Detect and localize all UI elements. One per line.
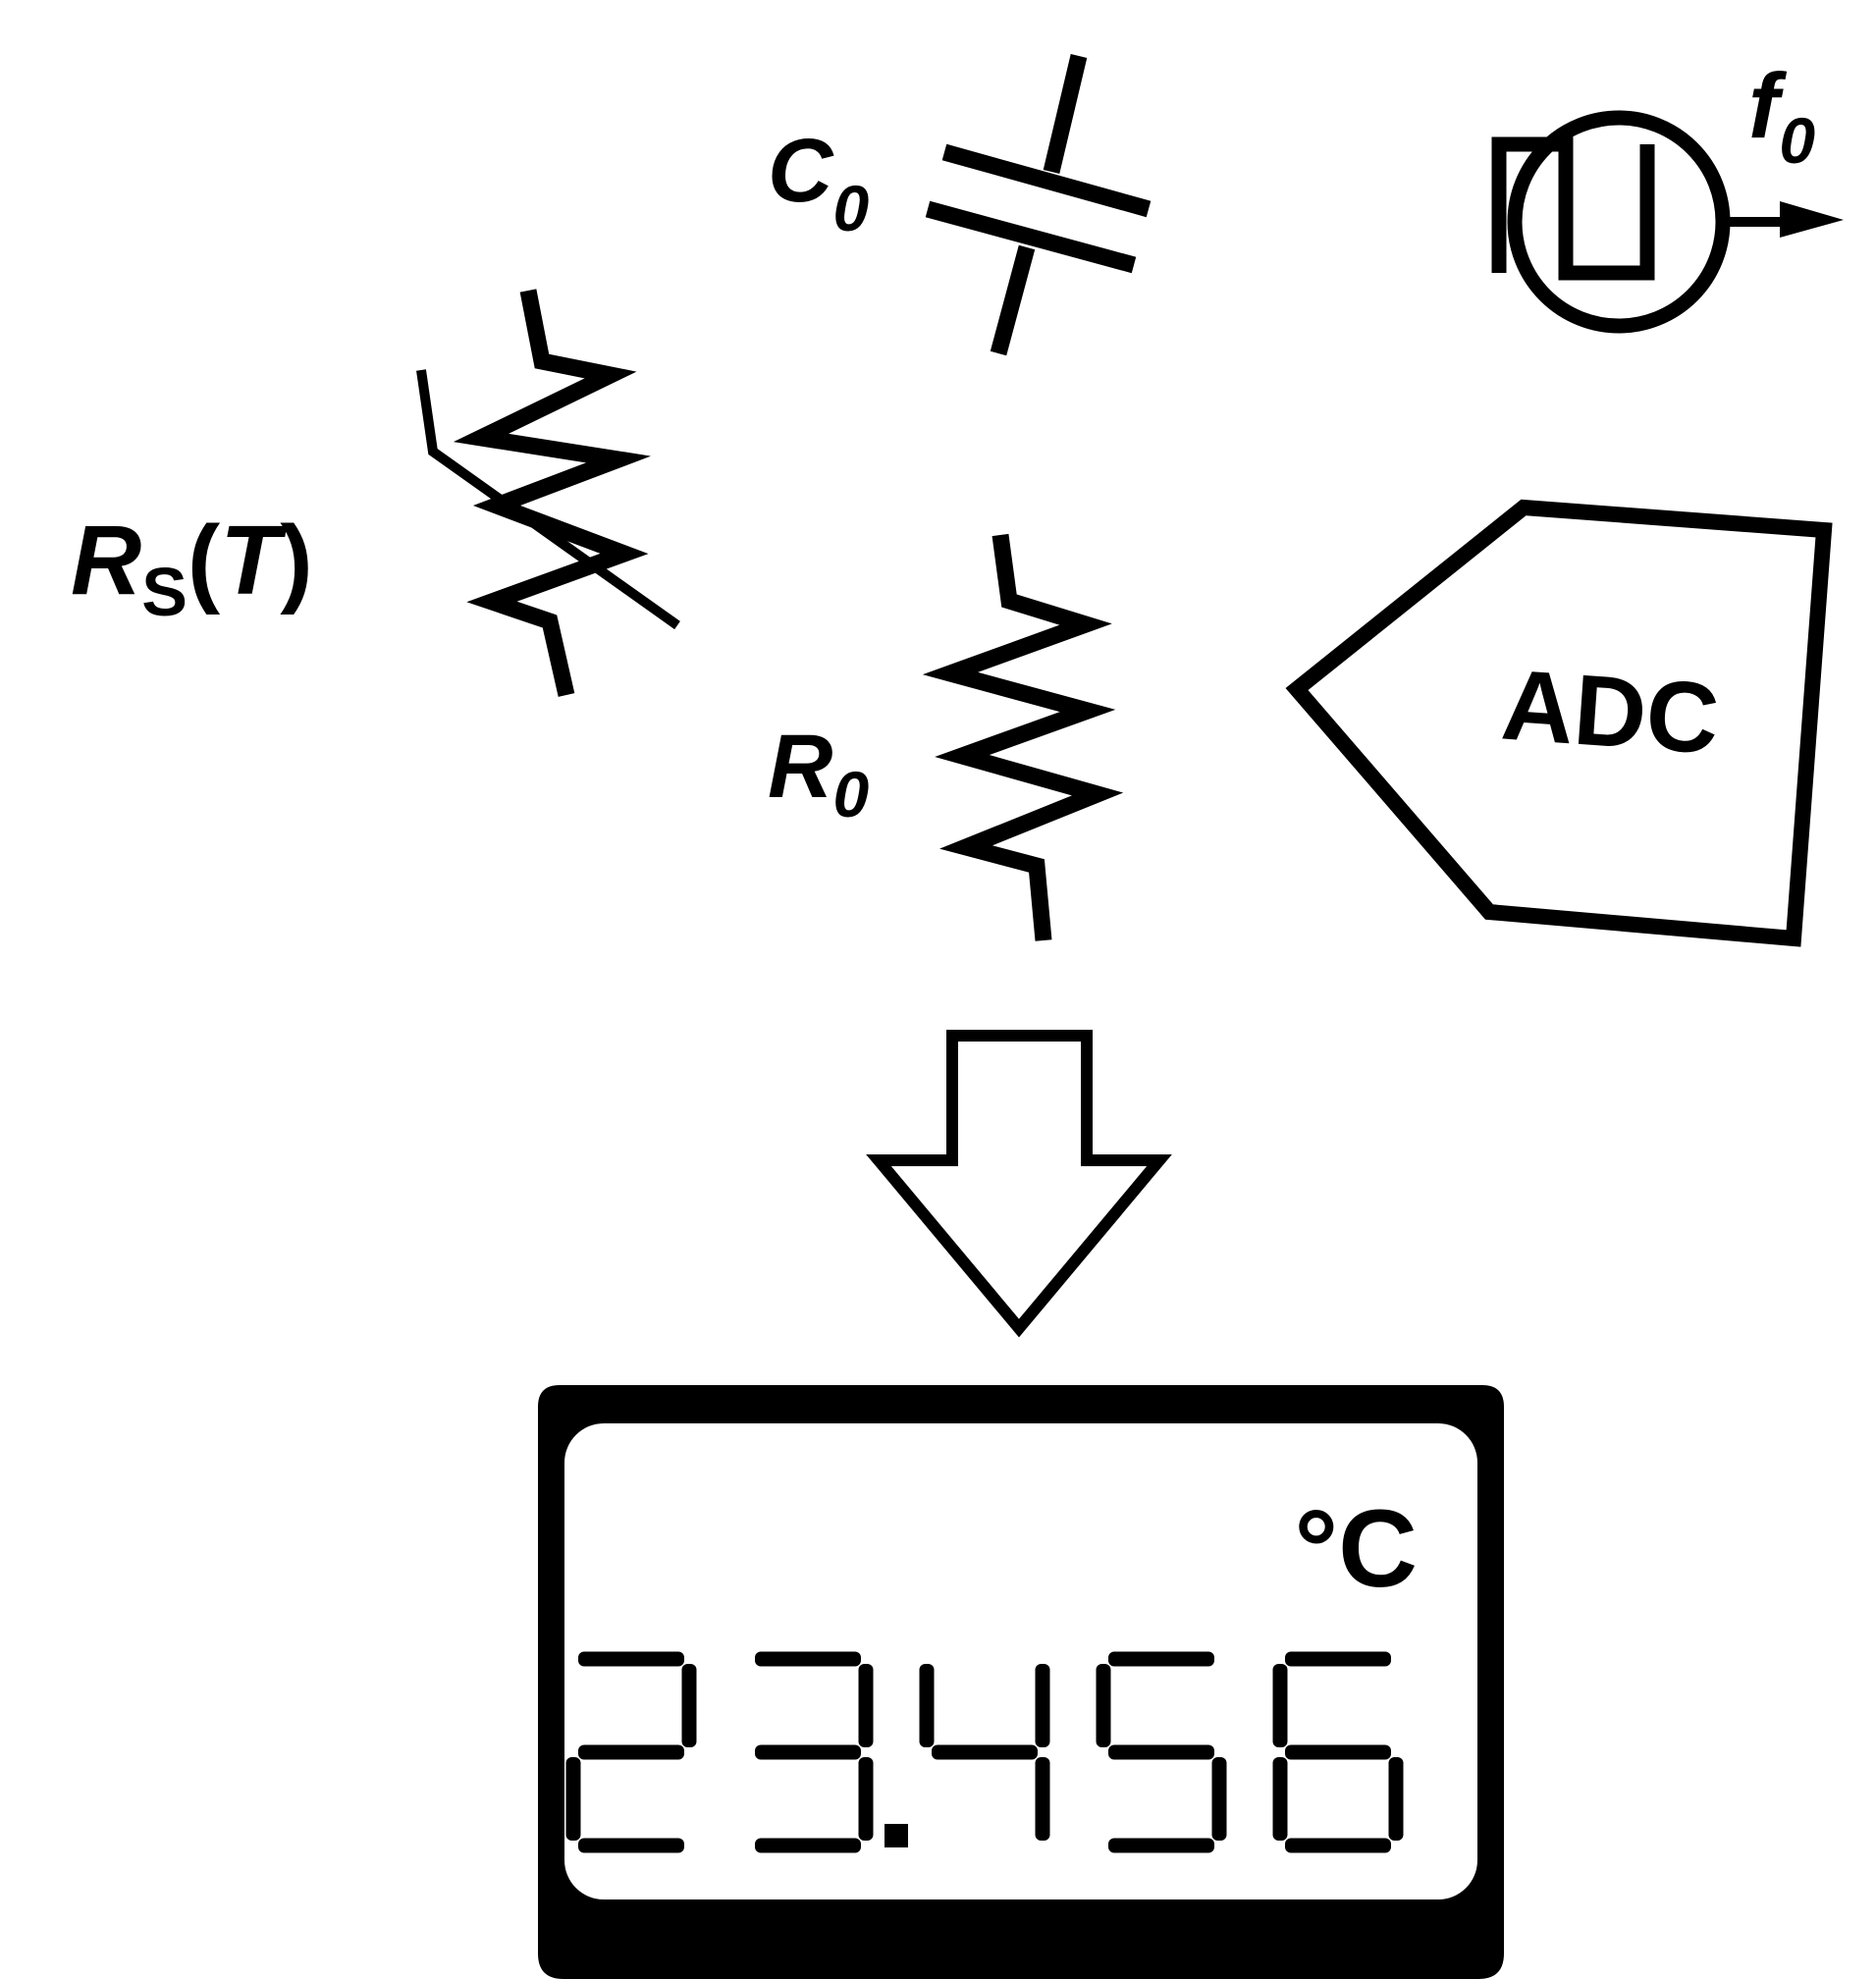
digit-segment <box>1096 1664 1111 1747</box>
digit-segment <box>1211 1757 1227 1841</box>
digit-segment <box>932 1744 1038 1760</box>
capacitor-symbol <box>925 54 1152 356</box>
adc-outline <box>1285 499 1833 947</box>
display-digit <box>919 1664 1050 1841</box>
thermistor-variable-arrow <box>416 369 680 630</box>
down-arrow-icon <box>866 1030 1172 1338</box>
digit-segment <box>1388 1757 1404 1841</box>
oscillator-label: f0 <box>1748 54 1815 177</box>
decimal-point <box>884 1824 908 1847</box>
digit-segment <box>858 1664 874 1747</box>
thermistor-label: RS(T) <box>71 506 313 630</box>
digit-segment <box>1285 1651 1391 1667</box>
thermistor-zigzag <box>453 289 652 697</box>
temperature-display: °C <box>538 1385 1504 1979</box>
display-digit <box>1272 1651 1404 1853</box>
resistor-zigzag <box>922 533 1124 941</box>
display-digit <box>565 1651 697 1853</box>
digit-segment <box>578 1744 684 1760</box>
digit-segment <box>578 1838 684 1853</box>
digit-segment <box>578 1651 684 1667</box>
digit-segment <box>858 1757 874 1841</box>
capacitor-plate-bottom <box>925 200 1137 274</box>
display-digit <box>1096 1651 1227 1853</box>
digit-segment <box>755 1744 861 1760</box>
digit-segment <box>1108 1838 1214 1853</box>
digit-segment <box>755 1838 861 1853</box>
digit-segment <box>1108 1744 1214 1760</box>
arrow-right-icon <box>1780 201 1844 238</box>
adc-block: ADC <box>1285 499 1833 947</box>
display-digits <box>565 1651 1404 1853</box>
digit-segment <box>919 1664 935 1747</box>
oscillator-symbol <box>1491 110 1844 334</box>
digit-segment <box>1108 1651 1214 1667</box>
digit-segment <box>1035 1757 1050 1841</box>
digit-segment <box>1272 1664 1288 1747</box>
resistor-label: R0 <box>768 717 869 830</box>
display-unit: °C <box>1294 1487 1418 1610</box>
digit-segment <box>755 1651 861 1667</box>
digit-segment <box>681 1664 697 1747</box>
resistor-symbol <box>922 533 1124 941</box>
capacitor-lead-bottom <box>990 244 1036 356</box>
thermistor-symbol <box>416 289 680 697</box>
digit-segment <box>1285 1838 1391 1853</box>
digit-segment <box>1285 1744 1391 1760</box>
capacitor-lead-top <box>1043 54 1088 174</box>
display-screen <box>564 1423 1477 1899</box>
capacitor-plate-top <box>941 143 1152 218</box>
digit-segment <box>1272 1757 1288 1841</box>
digit-segment <box>565 1757 581 1841</box>
digit-segment <box>1035 1664 1050 1747</box>
square-wave-icon <box>1491 136 1655 281</box>
display-digit <box>755 1651 874 1853</box>
capacitor-label: C0 <box>768 121 869 244</box>
adc-label: ADC <box>1498 648 1722 775</box>
